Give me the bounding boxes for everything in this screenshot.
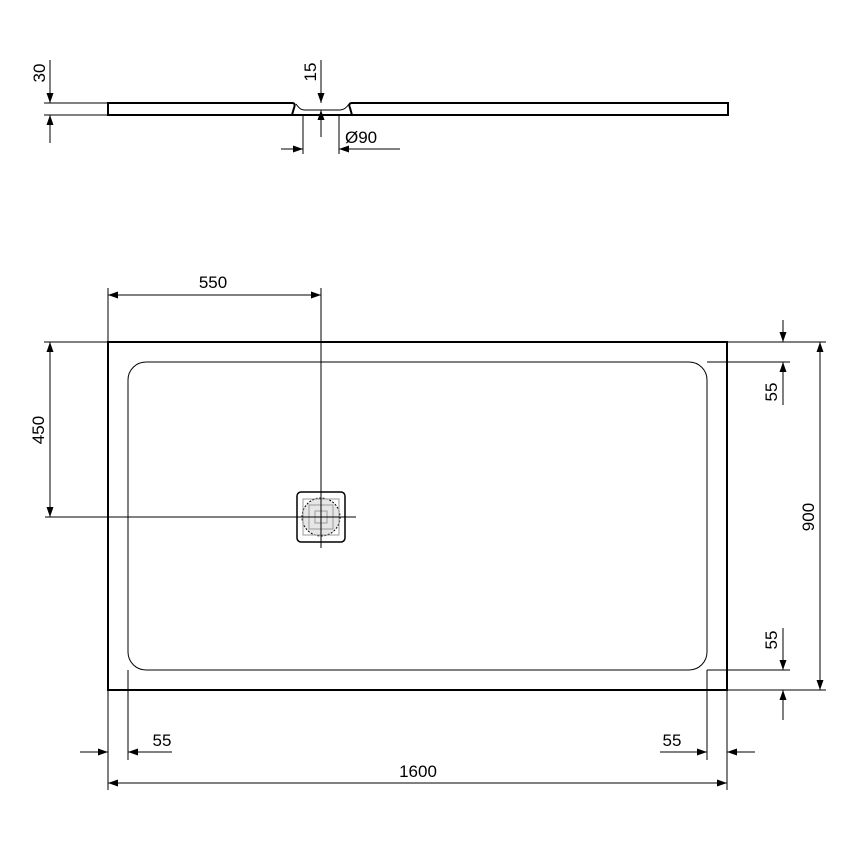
profile-view: 30 15 Ø90	[30, 60, 729, 154]
plan-view: 550 450 900 55 55 55 55 1600	[29, 273, 826, 790]
height-dimension: 30	[30, 64, 49, 83]
drain-y-dimension: 450	[29, 416, 48, 444]
drain-profile	[295, 103, 350, 111]
drain-x-dimension: 550	[199, 273, 227, 292]
rim-left-dimension: 55	[153, 731, 172, 750]
rim-top-dimension: 55	[762, 383, 781, 402]
drain-diameter-dimension: Ø90	[345, 128, 377, 147]
drain-depth-dimension: 15	[301, 63, 320, 82]
rim-bottom-dimension: 55	[762, 631, 781, 650]
width-dimension: 900	[799, 503, 818, 531]
length-dimension: 1600	[399, 762, 437, 781]
tray-outline	[107, 341, 728, 691]
tray-profile	[107, 102, 729, 116]
tray-basin	[127, 361, 708, 671]
rim-right-dimension: 55	[663, 731, 682, 750]
